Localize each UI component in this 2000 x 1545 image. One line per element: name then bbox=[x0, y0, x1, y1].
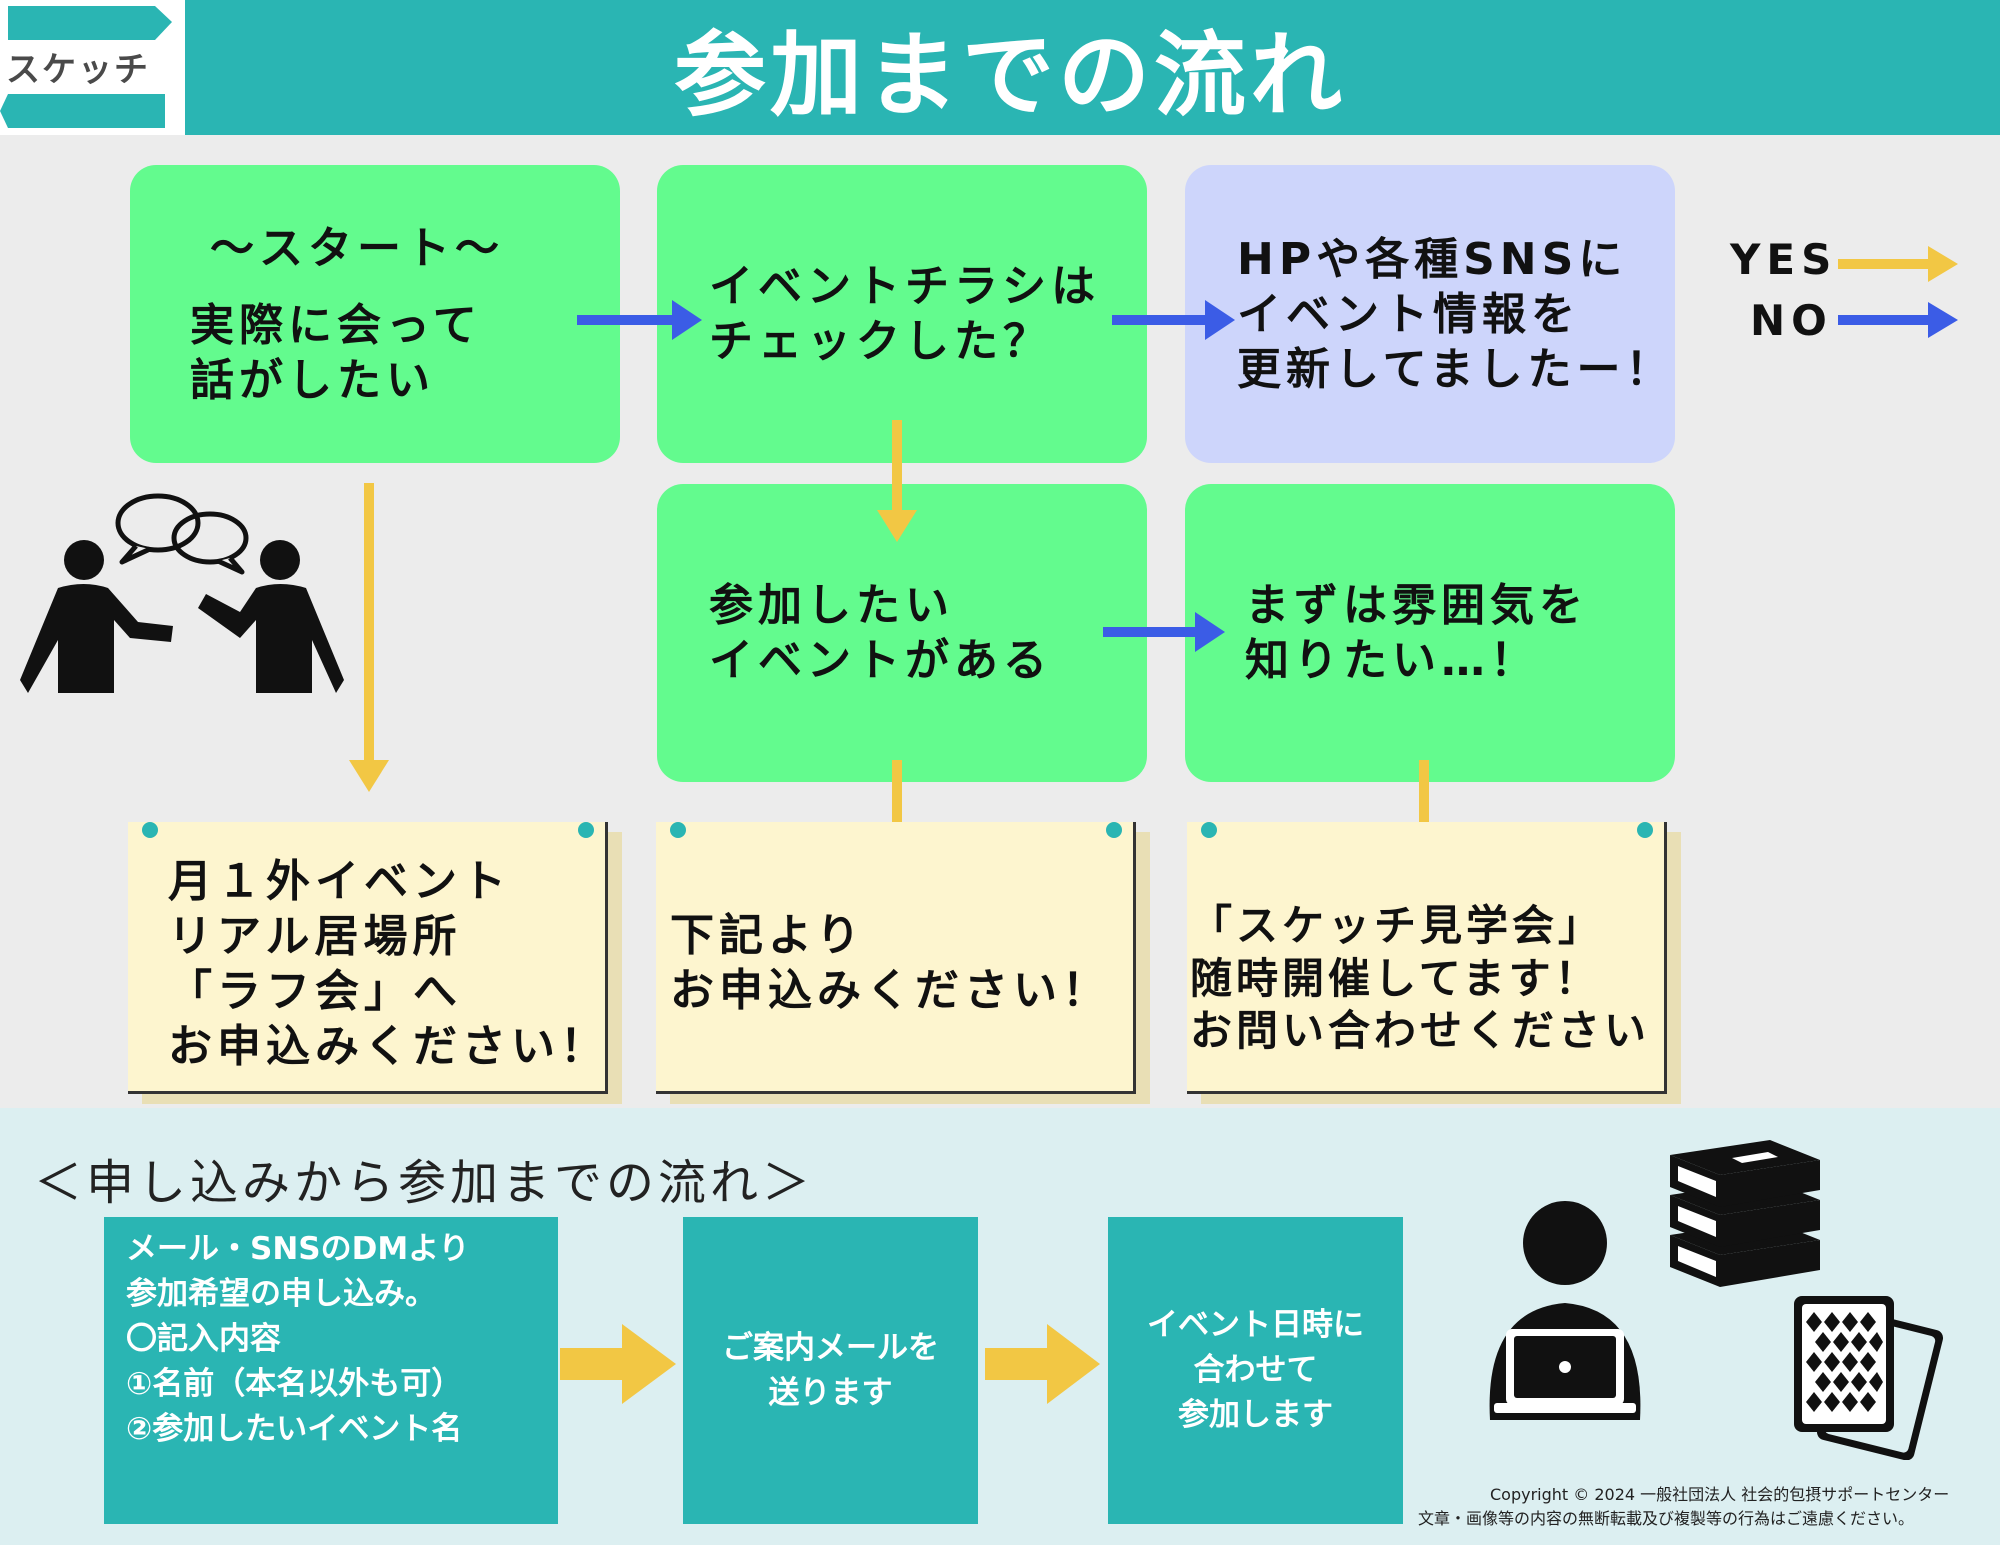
copyright-text: Copyright © 2024 一般社団法人 社会的包摂サポートセンター bbox=[1490, 1485, 1950, 1504]
person-laptop-icon bbox=[1489, 1201, 1641, 1420]
sns-text: HPや各種SNSにイベント情報を更新してましたー！ bbox=[1237, 233, 1675, 395]
flyer-text: イベントチラシはチェックした？ bbox=[709, 261, 1101, 367]
process-step-3: イベント日時に合わせて参加します bbox=[1108, 1217, 1403, 1524]
arrow-flyer-down bbox=[877, 420, 917, 542]
pin-icon bbox=[670, 822, 686, 838]
start-text: 実際に会って話がしたい bbox=[190, 299, 482, 406]
books-icon bbox=[1670, 1140, 1820, 1287]
header-bar bbox=[0, 0, 2000, 135]
logo-text: スケッチ bbox=[6, 50, 150, 90]
note-laugh-text: 月１外イベントリアル居場所「ラフ会」へお申込みください！ bbox=[168, 856, 609, 1072]
pin-icon bbox=[578, 822, 594, 838]
flyer-card: イベントチラシはチェックした？ bbox=[657, 165, 1147, 463]
legend-yes-label: YES bbox=[1730, 235, 1838, 284]
conversation-icon bbox=[20, 493, 344, 693]
atmosphere-card: まずは雰囲気を知りたい…！ bbox=[1185, 484, 1675, 782]
note-kengaku-text: 「スケッチ見学会」随時開催してます！お問い合わせください bbox=[1190, 901, 1651, 1055]
step3-text: イベント日時に合わせて参加します bbox=[1147, 1307, 1364, 1433]
process-arrows bbox=[560, 1324, 1100, 1404]
event-text: 参加したいイベントがある bbox=[709, 580, 1052, 686]
process-step-2: ご案内メールを送ります bbox=[683, 1217, 978, 1524]
note-apply-below: 下記よりお申込みください！ bbox=[656, 822, 1136, 1094]
legend-yes-arrow bbox=[1838, 246, 1958, 282]
atmosphere-text: まずは雰囲気を知りたい…！ bbox=[1245, 580, 1588, 686]
pin-icon bbox=[1201, 822, 1217, 838]
logo-shape-icon bbox=[0, 6, 172, 128]
notice-text: 文章・画像等の内容の無断転載及び複製等の行為はご遠慮ください。 bbox=[1418, 1509, 1915, 1528]
process-arrow-1 bbox=[560, 1324, 676, 1404]
pin-icon bbox=[1106, 822, 1122, 838]
start-heading: ～スタート～ bbox=[210, 222, 504, 274]
note-kengaku: 「スケッチ見学会」随時開催してます！お問い合わせください bbox=[1187, 822, 1667, 1094]
note-laugh-event: 月１外イベントリアル居場所「ラフ会」へお申込みください！ bbox=[128, 822, 608, 1094]
arrow-start-down bbox=[349, 483, 389, 792]
start-card: ～スタート～ 実際に会って話がしたい bbox=[130, 165, 620, 463]
page-title: 参加までの流れ bbox=[673, 22, 1346, 129]
process-heading: ＜申し込みから参加までの流れ＞ bbox=[34, 1155, 815, 1211]
arrow-event-to-atmosphere bbox=[1103, 612, 1225, 652]
process-arrow-2 bbox=[985, 1324, 1100, 1404]
pin-icon bbox=[142, 822, 158, 838]
legend-no-arrow bbox=[1838, 302, 1958, 338]
step2-text: ご案内メールを送ります bbox=[722, 1329, 939, 1411]
playing-cards-icon bbox=[1794, 1296, 1944, 1460]
note-below-text: 下記よりお申込みください！ bbox=[670, 910, 1111, 1016]
arrow-start-to-flyer bbox=[577, 300, 702, 340]
sns-card: HPや各種SNSにイベント情報を更新してましたー！ bbox=[1185, 165, 1675, 463]
logo: スケッチ bbox=[0, 0, 185, 135]
arrow-flyer-to-sns bbox=[1112, 300, 1235, 340]
legend-no-label: NO bbox=[1750, 296, 1833, 345]
pin-icon bbox=[1637, 822, 1653, 838]
